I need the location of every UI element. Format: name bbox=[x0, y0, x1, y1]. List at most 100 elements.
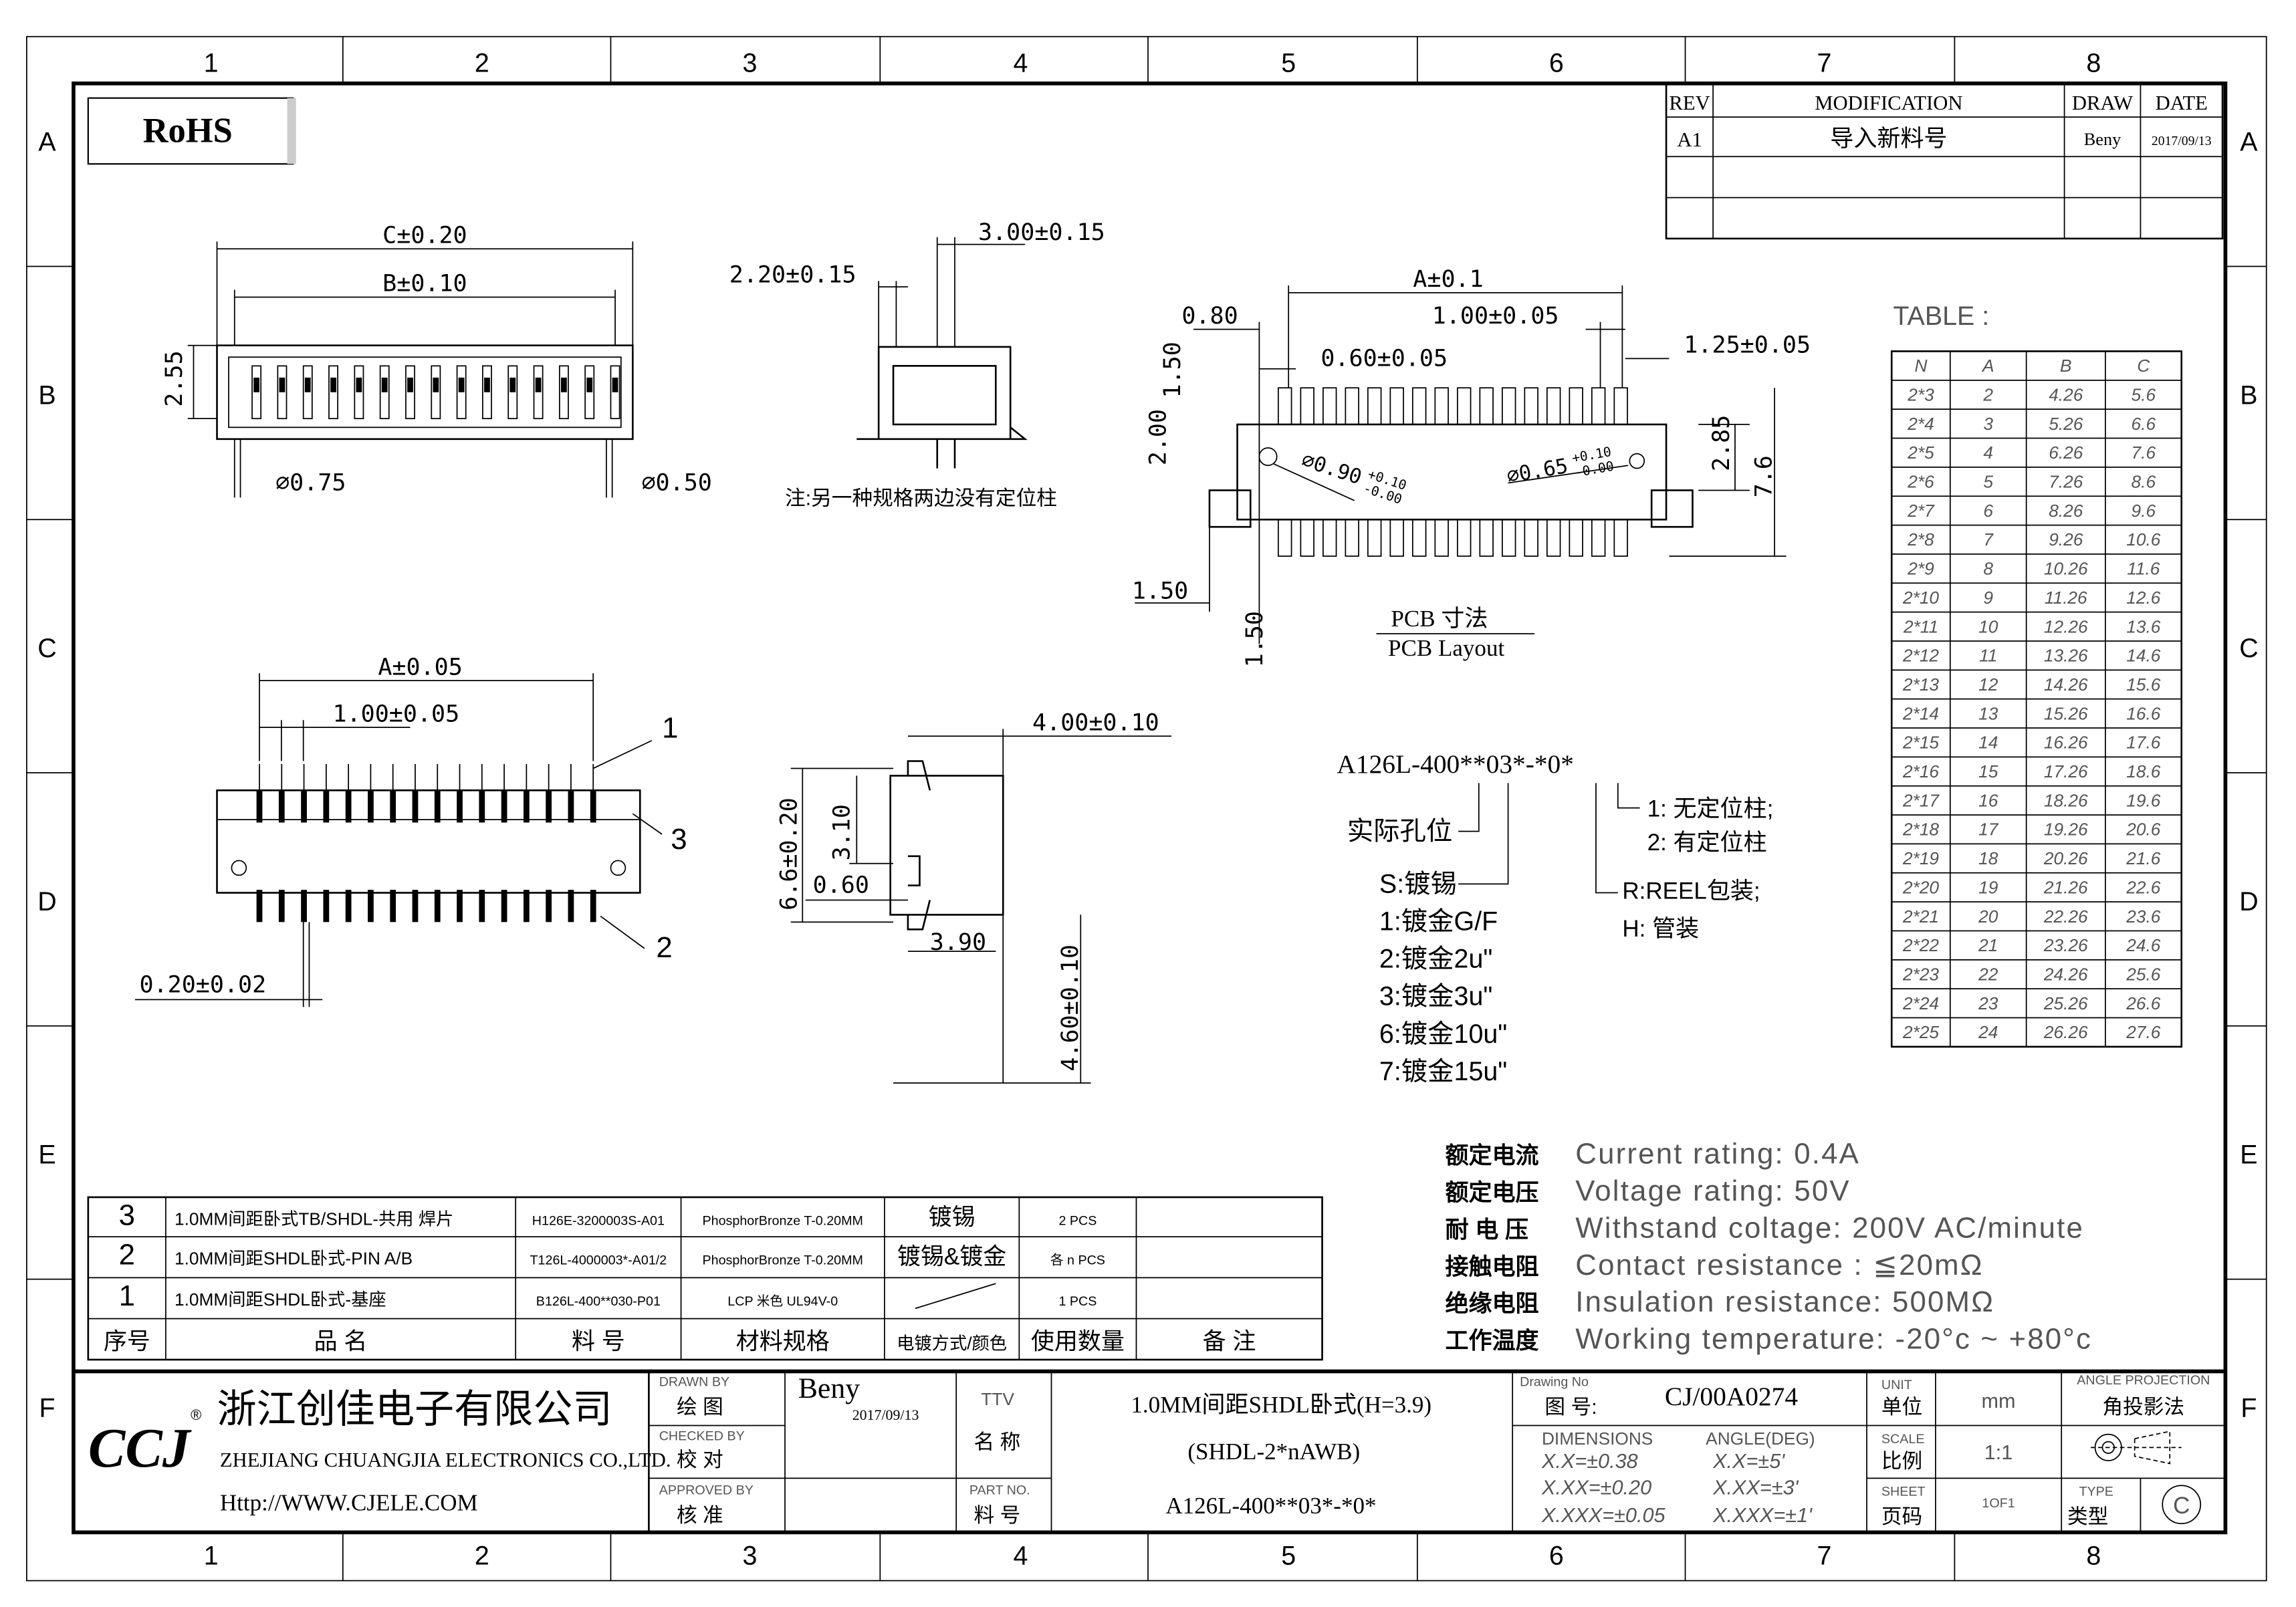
callout-3: 3 bbox=[671, 823, 687, 856]
unit-label-en: UNIT bbox=[1881, 1378, 1912, 1392]
pcb-pad bbox=[1367, 387, 1382, 425]
bom-cell: 镀锡 bbox=[929, 1205, 975, 1231]
pin-contact bbox=[479, 790, 485, 823]
front-pitch: 1.00±0.05 bbox=[332, 700, 459, 727]
pin bbox=[328, 365, 339, 420]
pcb-pad bbox=[1277, 387, 1292, 425]
top-view: C±0.20 B±0.10 2.55 ∅0.75 ∅0.50 bbox=[160, 221, 712, 498]
table-cell: 2*21 bbox=[1902, 906, 1939, 926]
pin-contact bbox=[256, 790, 263, 823]
pcb-pad bbox=[1300, 519, 1314, 557]
table-cell: 13.26 bbox=[2044, 646, 2088, 666]
table-cell: 26.26 bbox=[2043, 1022, 2088, 1042]
pin-contact bbox=[612, 377, 618, 392]
pcb-a-dimension: A±0.1 bbox=[1413, 265, 1483, 293]
bom-header: 备 注 bbox=[1203, 1329, 1256, 1355]
hole-2-diameter: ∅0.65 bbox=[1505, 455, 1570, 488]
table-cell: 22.26 bbox=[2043, 906, 2088, 926]
table-cell: 2*17 bbox=[1902, 790, 1940, 810]
table-cell: 12.6 bbox=[2126, 588, 2161, 608]
table-cell: 2*19 bbox=[1902, 848, 1939, 868]
pin-tail bbox=[546, 890, 552, 922]
callout-1: 1 bbox=[662, 711, 678, 744]
table-cell: 18.26 bbox=[2044, 790, 2088, 810]
pin-tail bbox=[256, 890, 263, 922]
table-header: C bbox=[2137, 356, 2150, 376]
table-cell: 2*18 bbox=[1902, 820, 1939, 840]
pcb-pad bbox=[1479, 519, 1494, 557]
end-dim-400: 4.00±0.10 bbox=[1032, 709, 1159, 737]
pin-tail bbox=[568, 890, 574, 922]
pcb-dim-76: 7.6 bbox=[1750, 455, 1778, 497]
pcb-title-en: PCB Layout bbox=[1388, 635, 1504, 661]
table-cell: 6 bbox=[1983, 501, 1993, 521]
bom-cell: 1.0MM间距SHDL卧式-基座 bbox=[175, 1289, 386, 1310]
drawing-no-label-en: Drawing No bbox=[1520, 1374, 1589, 1389]
post-diameter-2: ∅0.50 bbox=[641, 469, 711, 496]
bom-cell: 1.0MM间距卧式TB/SHDL-共用 焊片 bbox=[175, 1209, 453, 1229]
rohs-badge: RoHS bbox=[87, 97, 296, 165]
table-cell: 2*11 bbox=[1903, 616, 1938, 636]
pcb-pad bbox=[1569, 387, 1583, 425]
zone-row-label: B bbox=[38, 380, 55, 410]
pin-contact bbox=[457, 790, 463, 823]
table-cell: 7.26 bbox=[2049, 472, 2083, 492]
pack-tube: H: 管装 bbox=[1622, 916, 1699, 942]
date-header: DATE bbox=[2156, 92, 2208, 114]
pcb-pad bbox=[1277, 519, 1292, 557]
pin-contact bbox=[381, 377, 388, 392]
plating-option: 6:镀金10u" bbox=[1379, 1019, 1507, 1049]
dimensions-label: DIMENSIONS bbox=[1542, 1429, 1653, 1449]
zone-column-label: 1 bbox=[204, 1541, 219, 1571]
pcb-dim-150a: 1.50 bbox=[1159, 342, 1186, 398]
bom-cell: T126L-4000003*-A01/2 bbox=[530, 1253, 667, 1268]
pin bbox=[533, 365, 544, 420]
part-no-label-en: PART NO. bbox=[969, 1483, 1030, 1497]
pcb-pad bbox=[1591, 387, 1606, 425]
bom-header: 料 号 bbox=[572, 1329, 625, 1355]
title-label-en: TTV bbox=[981, 1389, 1014, 1409]
drawn-by-label-cn: 绘 图 bbox=[677, 1396, 723, 1418]
pin-contact bbox=[434, 790, 441, 823]
pcb-pad bbox=[1434, 519, 1449, 557]
b-dimension: B±0.10 bbox=[382, 270, 467, 297]
pcb-dim-200: 2.00 bbox=[1144, 409, 1171, 465]
type-value: C bbox=[2173, 1493, 2190, 1519]
table-cell: 2*13 bbox=[1902, 674, 1939, 695]
part-number-code: A126L-400**03*-*0* bbox=[1337, 749, 1573, 779]
plating-option: 3:镀金3u" bbox=[1379, 982, 1492, 1011]
plating-option: S:镀锡 bbox=[1379, 870, 1457, 899]
table-cell: 7 bbox=[1983, 529, 1994, 549]
table-cell: 20.26 bbox=[2043, 848, 2088, 868]
bom-cell: 2 bbox=[119, 1239, 135, 1271]
bom-cell: PhosphorBronze T-0.20MM bbox=[703, 1253, 863, 1268]
draw-header: DRAW bbox=[2072, 92, 2133, 114]
table-cell: 27.6 bbox=[2126, 1022, 2161, 1042]
table-cell: 2*23 bbox=[1902, 964, 1939, 984]
zone-row-label: C bbox=[37, 634, 56, 663]
spec-label-cn: 额定电流 bbox=[1445, 1143, 1538, 1169]
pin bbox=[302, 365, 313, 420]
title-block: CCJ ® 浙江创佳电子有限公司 ZHEJIANG CHUANGJIA ELEC… bbox=[73, 1369, 2226, 1533]
table-cell: 5.6 bbox=[2132, 384, 2156, 404]
end-view: 4.00±0.10 6.6±0.20 3.10 0.60 3.90 4.60±0… bbox=[776, 709, 1172, 1084]
pcb-pad bbox=[1345, 519, 1359, 557]
inner-frame bbox=[72, 81, 2228, 1535]
pcb-pad bbox=[1479, 387, 1494, 425]
table-cell: 2*25 bbox=[1902, 1022, 1939, 1042]
table-cell: 5 bbox=[1983, 472, 1993, 492]
pin-contact bbox=[523, 790, 530, 823]
side-note: 注:另一种规格两边没有定位柱 bbox=[785, 487, 1057, 509]
rohs-label: RoHS bbox=[143, 111, 233, 150]
end-dim-060: 0.60 bbox=[813, 872, 869, 899]
spec-label-cn: 额定电压 bbox=[1445, 1180, 1538, 1206]
pcb-pad bbox=[1434, 387, 1449, 425]
